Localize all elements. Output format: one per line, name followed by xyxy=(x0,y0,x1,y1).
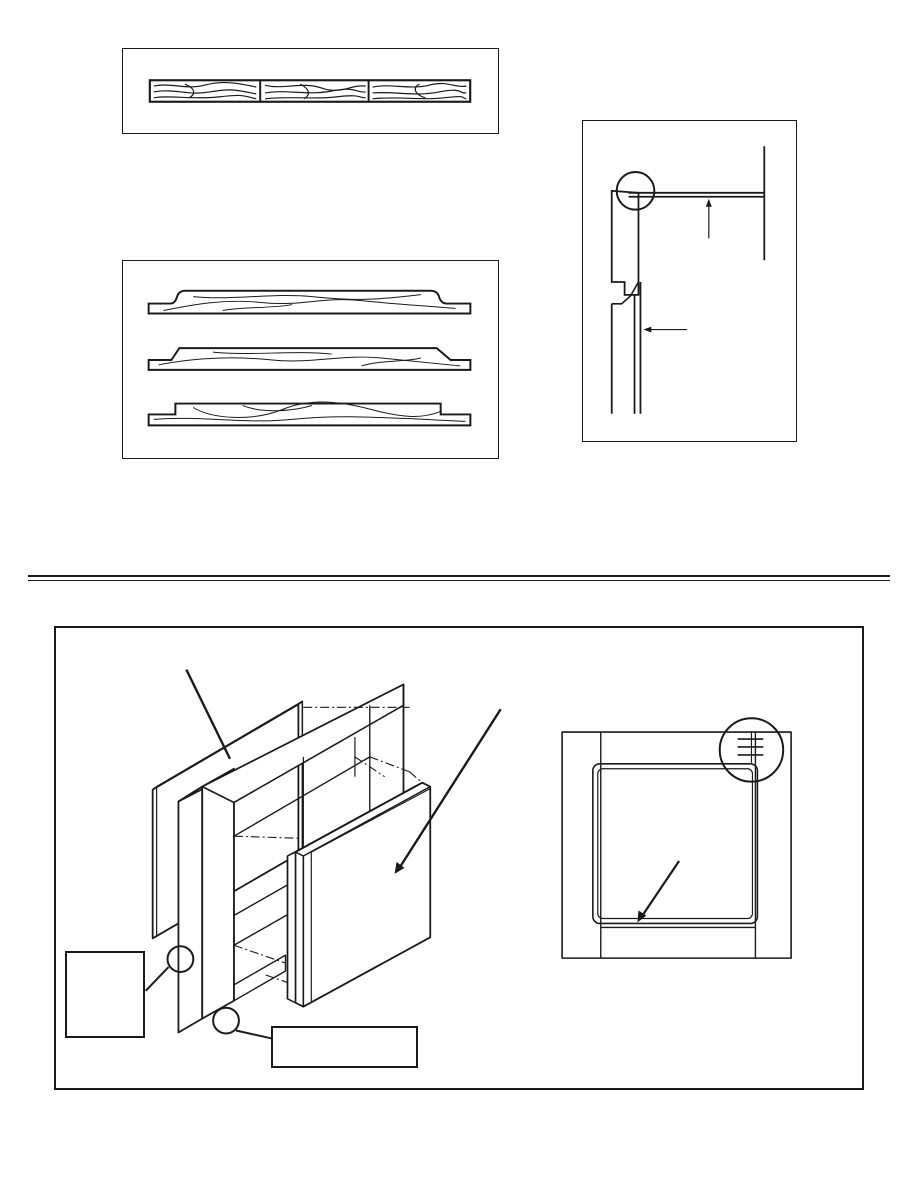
elevation-outline xyxy=(561,731,792,959)
elevation-detail-circle xyxy=(718,717,785,783)
stile-profile xyxy=(610,189,640,296)
callout-left-text xyxy=(67,953,143,961)
callout-leader-bottom xyxy=(235,1029,272,1040)
arrowhead xyxy=(705,198,712,207)
detail-circle-bottom xyxy=(212,1006,240,1035)
detail-circle-left xyxy=(166,945,195,973)
rail-profile xyxy=(611,281,640,305)
callout-box-left xyxy=(65,951,145,1038)
frame-panel-figure xyxy=(54,626,864,1090)
section-divider-thick xyxy=(28,575,890,577)
glued-boards-figure xyxy=(122,48,499,134)
arrowhead xyxy=(637,910,647,923)
front-panel xyxy=(286,781,432,1008)
arrowhead xyxy=(643,326,652,333)
frame xyxy=(177,683,405,1034)
callout-box-bottom xyxy=(271,1026,418,1068)
profile-square xyxy=(147,401,472,427)
panel-profiles-drawing xyxy=(147,289,472,427)
panel-groove-outer xyxy=(592,763,759,925)
leader-front-panel xyxy=(396,708,502,872)
door-section-figure xyxy=(582,120,797,442)
frame-elevation xyxy=(561,717,792,959)
section-divider-thin xyxy=(28,580,890,581)
detail-circle xyxy=(615,171,656,211)
panel-groove-inner xyxy=(597,768,754,920)
arrowhead xyxy=(394,861,405,874)
callout-bottom-text xyxy=(273,1028,416,1036)
elevation-leader xyxy=(639,860,680,920)
frame-stile-face xyxy=(201,767,235,1020)
wood-grain xyxy=(153,81,467,100)
glued-boards-drawing xyxy=(148,79,472,103)
door-section-drawing xyxy=(610,146,766,414)
panel-profiles-figure xyxy=(122,260,499,459)
leader-back-panel xyxy=(185,669,232,760)
board-strip-outline xyxy=(148,79,472,103)
profile-bevel xyxy=(147,347,472,371)
frame-panel-drawing xyxy=(145,669,792,1040)
profile-cove xyxy=(147,289,472,315)
frame-stile-front xyxy=(177,785,204,1034)
frame-bottom-rail xyxy=(233,954,287,1002)
callout-leader-left xyxy=(145,966,170,992)
